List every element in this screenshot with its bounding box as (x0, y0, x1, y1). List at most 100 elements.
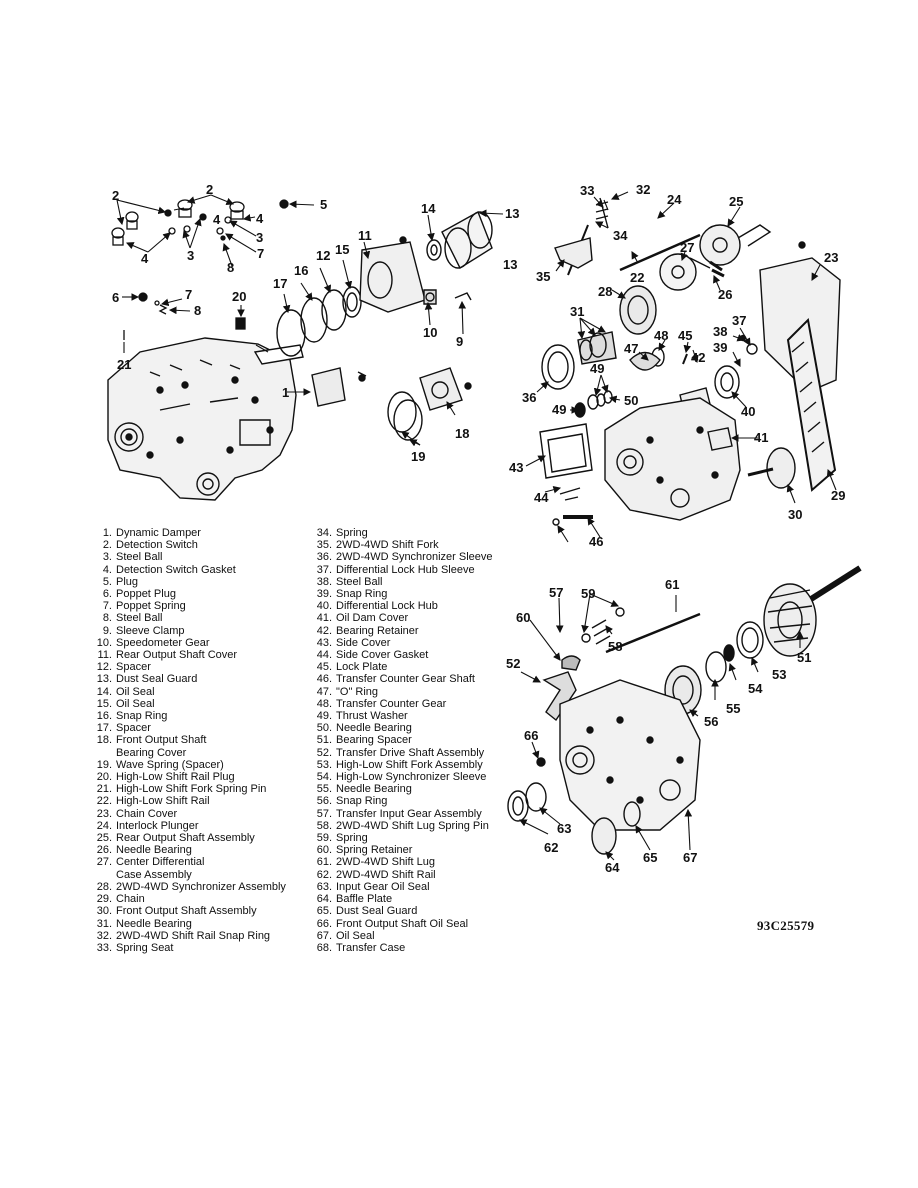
legend-item: 51.Bearing Spacer (304, 734, 493, 746)
legend-item-number: 14. (96, 685, 112, 698)
legend-item: 54.High-Low Synchronizer Sleeve (304, 771, 493, 783)
legend-item: 42.Bearing Retainer (304, 625, 493, 637)
callout: 2 (206, 182, 213, 197)
callout: 8 (227, 260, 234, 275)
legend-item-label: High-Low Shift Fork Assembly (336, 758, 483, 771)
legend-item-number: 18. (96, 734, 112, 747)
legend-item-number: 60. (316, 844, 332, 857)
legend-item-label: Center Differential (116, 856, 205, 869)
legend-item-label: Steel Ball (116, 551, 163, 564)
legend-item-number: 64. (316, 893, 332, 906)
legend-item: 60.Spring Retainer (304, 844, 493, 856)
legend-item-number: 56. (316, 795, 332, 808)
callout: 55 (726, 701, 740, 716)
legend-item-number: 34. (316, 527, 332, 539)
transfer-case-left (107, 337, 304, 501)
leader-lines-lower-right (519, 593, 804, 861)
legend-item-label: Transfer Counter Gear Shaft (336, 673, 475, 686)
legend-item-label: Snap Ring (336, 795, 388, 808)
legend-item-label: Bearing Spacer (336, 734, 412, 747)
legend-item-label: Case Assembly (116, 868, 192, 881)
legend-item: 40. Differential Lock Hub (304, 600, 493, 612)
legend-item-label: Side Cover (336, 636, 391, 649)
legend-item-number: 62. (316, 868, 332, 881)
legend-item: 30.Front Output Shaft Assembly (84, 905, 286, 917)
legend-item-label: Oil Seal (116, 685, 155, 698)
legend-item-number (84, 747, 116, 759)
legend-item: 68.Transfer Case (304, 942, 493, 954)
callout: 9 (456, 334, 463, 349)
legend-item-number: 65. (316, 905, 332, 918)
legend-item-label: Lock Plate (336, 661, 388, 674)
callout: 33 (580, 183, 594, 198)
legend-item-label: Differential Lock Hub (336, 600, 438, 613)
legend-item: 67.Oil Seal (304, 930, 493, 942)
legend-item: 63.Input Gear Oil Seal (304, 881, 493, 893)
legend-item-label: Needle Bearing (336, 722, 412, 735)
legend-item-number: 24. (96, 819, 112, 832)
legend-item: 59.Spring (304, 832, 493, 844)
legend-item-number: 46. (316, 673, 332, 686)
legend-item-number: 39. (316, 588, 332, 601)
legend-item-number: 47. (316, 685, 332, 698)
callout: 14 (421, 201, 436, 216)
legend-item-number: 15. (96, 697, 112, 710)
callout: 7 (185, 287, 192, 302)
legend-item-label: 2WD-4WD Synchronizer Sleeve (336, 551, 493, 564)
legend-item-label: Detection Switch (116, 539, 198, 552)
callout: 51 (797, 650, 811, 665)
legend-item-number: 30. (96, 905, 112, 918)
callout: 23 (824, 250, 838, 265)
legend-item-label: Bearing Retainer (336, 624, 419, 637)
callout: 4 (256, 211, 264, 226)
legend-item-number: 28. (96, 880, 112, 893)
legend-item-label: Input Gear Oil Seal (336, 880, 430, 893)
legend-item-number: 7. (102, 600, 112, 613)
legend-item-label: Oil Dam Cover (336, 612, 409, 625)
legend-item-label: High-Low Shift Rail (116, 795, 210, 808)
legend-item-number: 11. (97, 649, 112, 662)
callout: 1 (282, 385, 289, 400)
callout: 4 (213, 212, 221, 227)
callout: 4 (141, 251, 149, 266)
callout: 64 (605, 860, 620, 875)
legend-item: 43.Side Cover (304, 637, 493, 649)
leader-lines-top-left (116, 194, 315, 318)
callout: 12 (316, 248, 330, 263)
legend-item: 26.Needle Bearing (84, 844, 286, 856)
legend-item: Case Assembly (84, 869, 286, 881)
legend-item-label: Dust Seal Guard (116, 673, 198, 686)
legend-item: 48.Transfer Counter Gear (304, 698, 493, 710)
figure-identifier: 93C25579 (757, 918, 815, 933)
callout: 65 (643, 850, 657, 865)
legend-item-number: 32. (96, 929, 112, 942)
legend-item-label: Baffle Plate (336, 893, 393, 906)
callout: 29 (831, 488, 845, 503)
legend-item-label: Transfer Input Gear Assembly (336, 807, 482, 820)
legend-item-number: 40. (316, 600, 332, 613)
legend-item: 31.Needle Bearing (84, 918, 286, 930)
legend-item-number: 9. (102, 624, 112, 637)
callout: 31 (570, 304, 584, 319)
legend-item-label: Wave Spring (Spacer) (116, 758, 224, 771)
callout: 25 (729, 194, 743, 209)
legend-item: 57.Transfer Input Gear Assembly (304, 808, 493, 820)
callout: 50 (624, 393, 638, 408)
callout: 39 (713, 340, 727, 355)
legend-item-number: 23. (96, 807, 112, 820)
legend-item: 38.Steel Ball (304, 576, 493, 588)
callout: 19 (411, 449, 425, 464)
legend-item-number: 20. (96, 771, 112, 784)
legend-item-label: Front Output Shaft (116, 734, 207, 747)
callout-numbers: 1 2 2 3 3 4 4 4 5 6 7 7 8 8 9 10 11 12 1… (112, 182, 845, 875)
legend-item-label: Oil Seal (336, 929, 375, 942)
legend-item-number: 6. (102, 588, 112, 601)
legend-item-number: 52. (316, 746, 332, 759)
callout: 13 (503, 257, 517, 272)
legend-item: 53.High-Low Shift Fork Assembly (304, 759, 493, 771)
legend-item-label: Steel Ball (336, 575, 383, 588)
callout: 44 (534, 490, 549, 505)
callout: 45 (678, 328, 692, 343)
